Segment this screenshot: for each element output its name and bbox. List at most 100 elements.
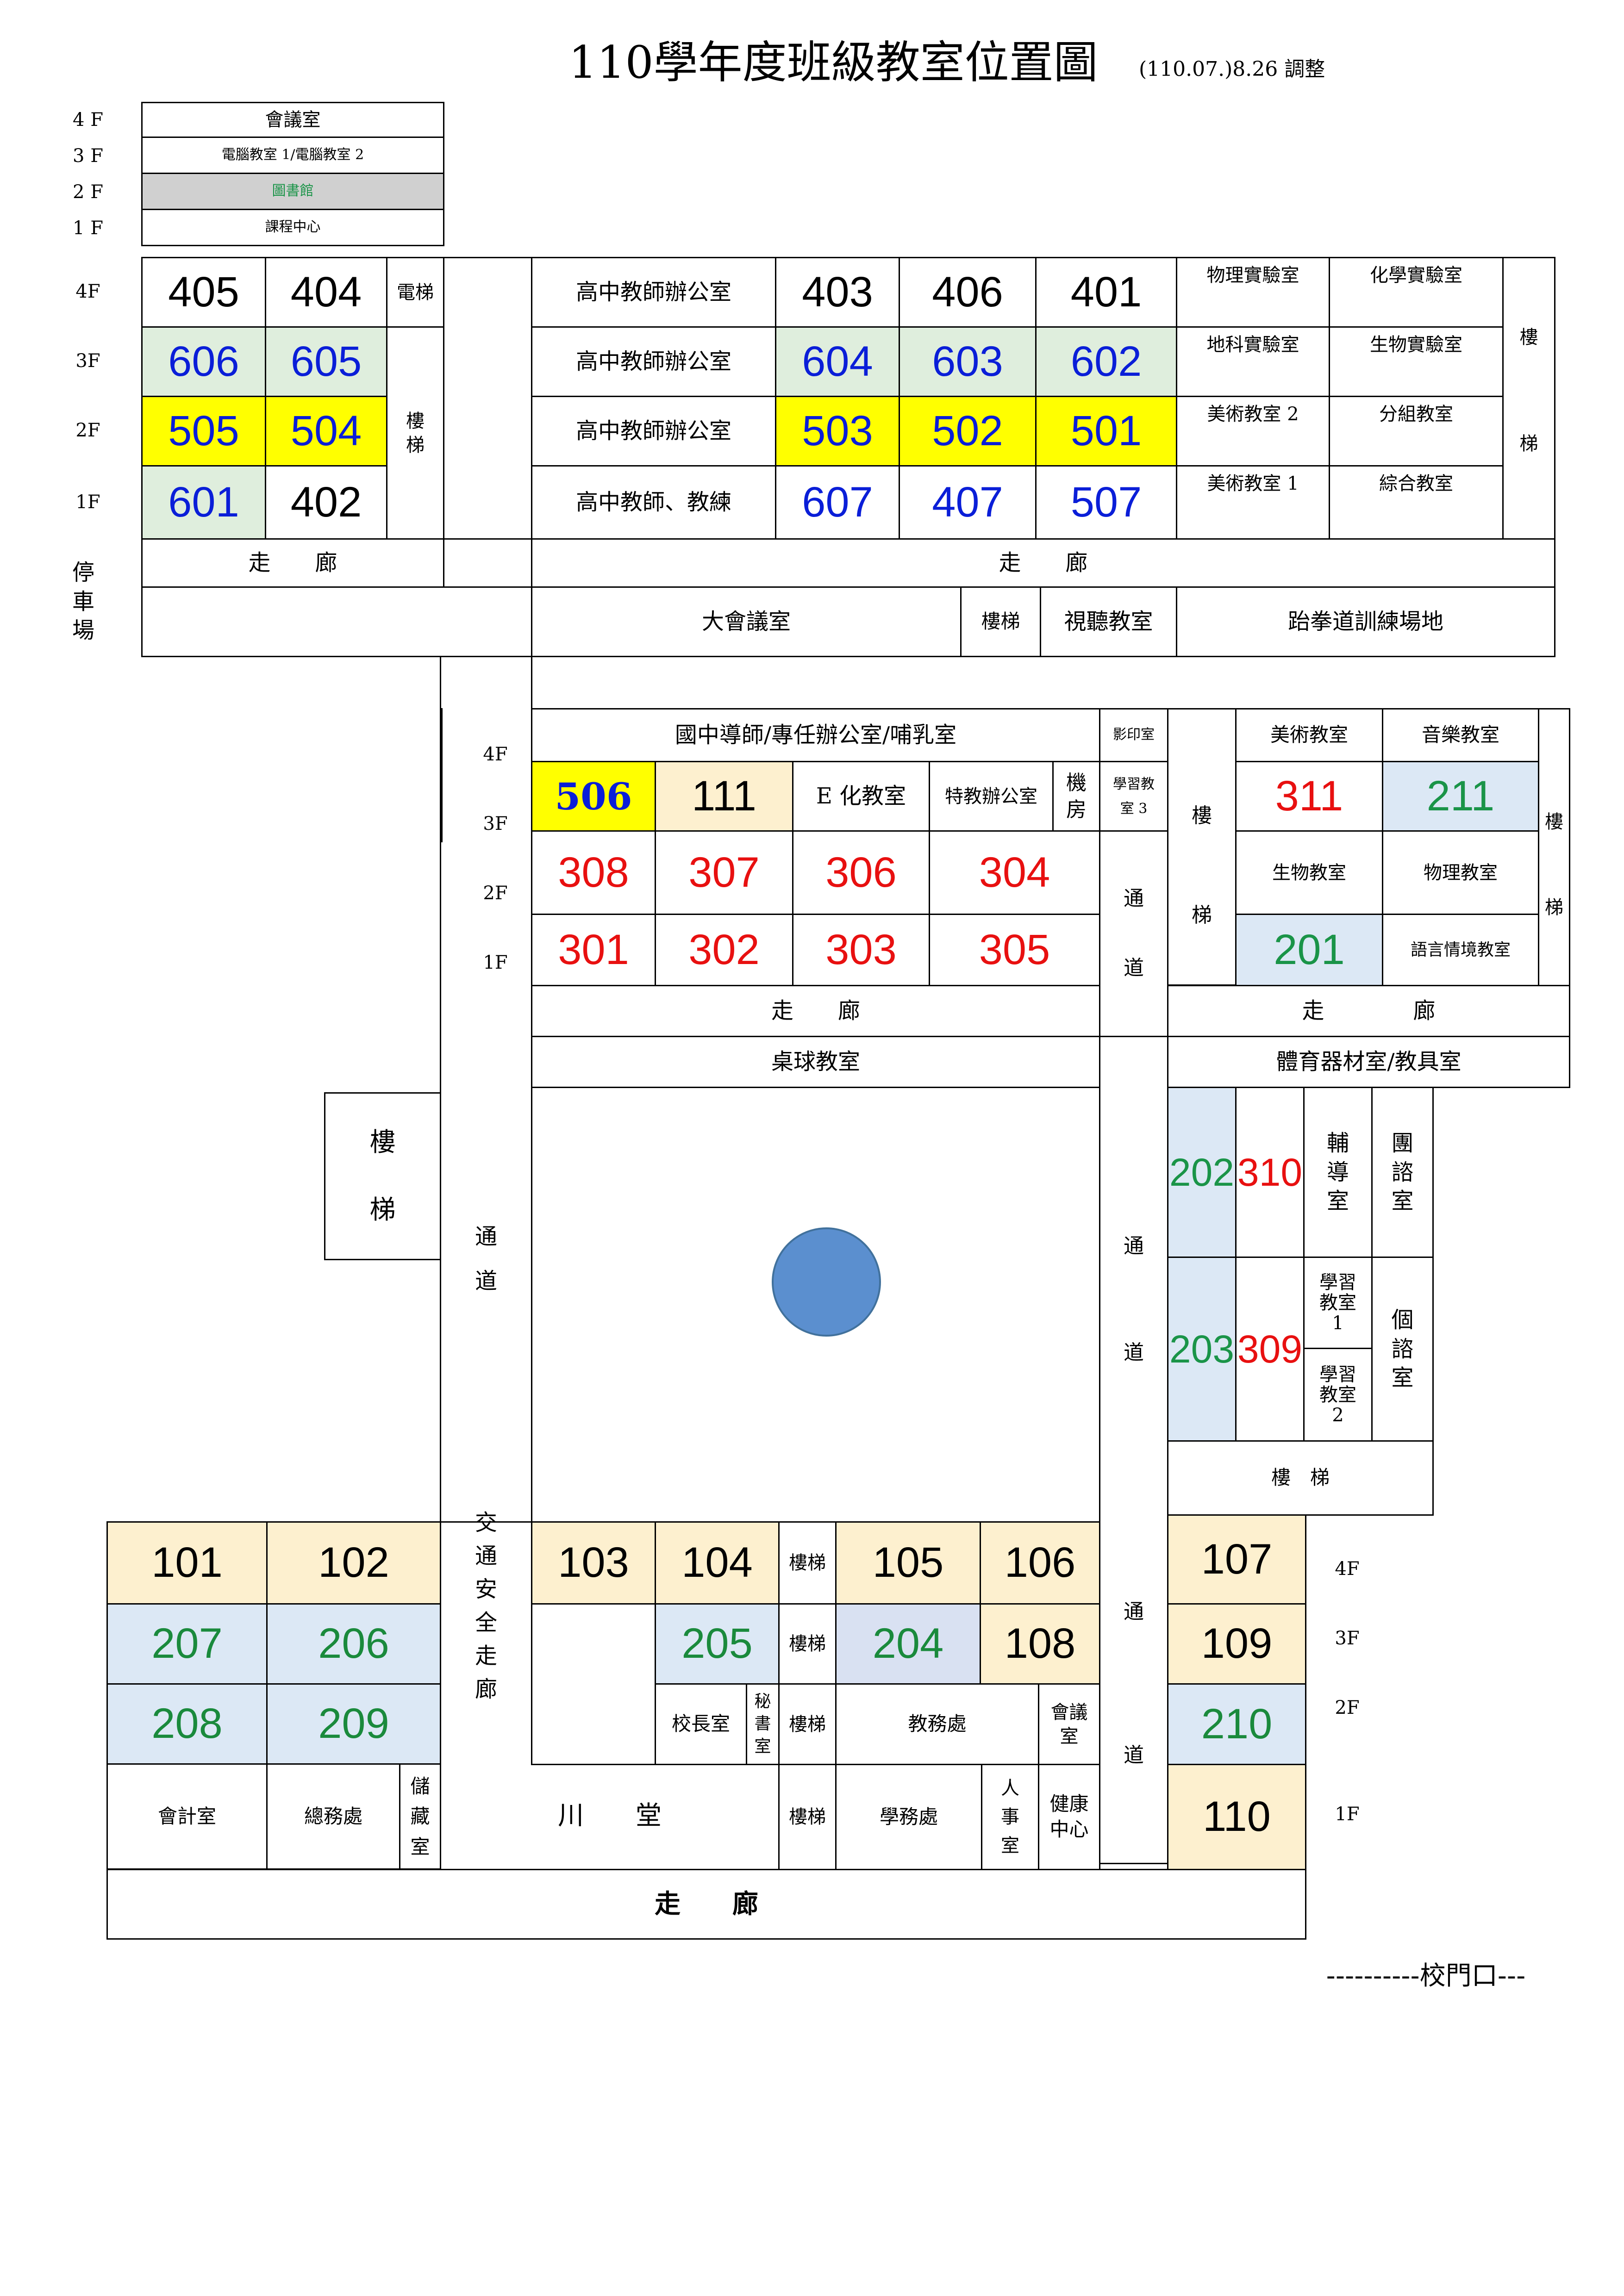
south-stairs-4f: 樓梯	[778, 1521, 837, 1605]
study3-line-1: 學習教	[1113, 776, 1155, 792]
north-gap-block	[443, 257, 532, 540]
lab-chemistry: 化學實驗室	[1329, 257, 1504, 328]
room-311: 311	[1235, 761, 1383, 832]
elevator: 電梯	[386, 257, 444, 328]
middle-east-passage: 通 道	[1099, 830, 1168, 1037]
accounting-office: 會計室	[106, 1763, 268, 1870]
room-105: 105	[835, 1521, 981, 1605]
room-104: 104	[655, 1521, 780, 1605]
cpass-char-4: 道	[1124, 1743, 1144, 1767]
study1-line-2: 教室	[1319, 1292, 1356, 1313]
wpass-char-1: 通	[475, 1224, 497, 1250]
legend-curriculum-center: 課程中心	[141, 209, 444, 246]
room-306: 306	[792, 830, 930, 915]
meeting-line-2: 室	[1060, 1725, 1079, 1747]
stairs-char-2: 梯	[1519, 433, 1538, 454]
room-210: 210	[1167, 1683, 1306, 1765]
group-char-1: 團	[1391, 1130, 1414, 1157]
room-110: 110	[1167, 1764, 1306, 1870]
room-206: 206	[266, 1603, 441, 1685]
study2-line-2: 教室	[1319, 1384, 1356, 1406]
storage-char-2: 藏	[410, 1805, 430, 1828]
counseling-office: 輔 導 室	[1303, 1087, 1373, 1258]
study-room-2: 學習 教室 2	[1303, 1348, 1373, 1442]
study2-line-1: 學習	[1319, 1363, 1356, 1385]
room-309: 309	[1235, 1257, 1305, 1442]
room-207: 207	[106, 1603, 268, 1685]
art-room-2: 美術教室 2	[1176, 396, 1330, 467]
north-corridor-east: 走 廊	[531, 538, 1555, 588]
table-tennis-room: 桌球教室	[531, 1036, 1100, 1088]
west-stairs: 樓 梯	[324, 1092, 441, 1260]
secretary-char-2: 書	[754, 1714, 771, 1734]
group-char-3: 室	[1391, 1188, 1414, 1214]
safe-char-3: 安	[475, 1576, 497, 1602]
room-604: 604	[775, 326, 900, 397]
room-605: 605	[265, 326, 387, 397]
traffic-safety-corridor: 交 通 安 全 走 廊	[468, 1504, 505, 1708]
assembly-hall: 大會議室	[531, 586, 962, 657]
school-gate-label: ----------校門口---	[1326, 1960, 1526, 1991]
cpass-char-3: 通	[1124, 1600, 1144, 1624]
hs-office-3f: 高中教師辦公室	[531, 326, 776, 397]
east-block-stairs: 樓 梯	[1167, 1440, 1434, 1516]
music-classroom: 音樂教室	[1382, 708, 1539, 762]
legend-floor-3: 3 F	[73, 145, 103, 167]
wstairs-char-1: 樓	[369, 1127, 396, 1157]
central-passage: 通 道 通 道	[1099, 1087, 1168, 1864]
passage-char-1: 通	[1124, 887, 1144, 910]
wall-segment	[440, 708, 443, 842]
room-201: 201	[1235, 914, 1383, 986]
hs-office-2f: 高中教師辦公室	[531, 396, 776, 467]
north-floor-1: 1F	[75, 492, 100, 513]
health-line-1: 健康	[1049, 1792, 1089, 1816]
passage-char-2: 道	[1124, 956, 1144, 980]
study1-line-3: 1	[1332, 1313, 1344, 1334]
stairs-label: 樓梯	[406, 410, 425, 456]
safe-char-1: 交	[475, 1510, 497, 1536]
stairs-char-1: 樓	[1519, 327, 1538, 348]
group-char-2: 諮	[1391, 1159, 1414, 1185]
room-109: 109	[1167, 1603, 1306, 1685]
group-counseling-room: 團 諮 室	[1371, 1087, 1434, 1258]
mid-floor-1: 1F	[483, 952, 508, 973]
room-601: 601	[141, 465, 266, 540]
parking-char-2: 車	[72, 588, 94, 615]
courtyard-circle	[772, 1227, 881, 1337]
middle-stairs: 樓 梯	[1167, 708, 1237, 986]
language-classroom: 語言情境教室	[1382, 914, 1539, 986]
south-floor-1: 1F	[1335, 1804, 1360, 1825]
room-507: 507	[1035, 465, 1177, 540]
personnel-office: 人 事 室	[981, 1764, 1039, 1870]
room-308: 308	[531, 830, 656, 915]
room-111: 111	[655, 761, 793, 832]
meeting-line-1: 會議	[1050, 1701, 1088, 1723]
legend-floor-2: 2 F	[73, 181, 103, 203]
secretary-char-1: 秘	[754, 1692, 771, 1711]
storage-room: 儲 藏 室	[399, 1763, 441, 1870]
study2-line-3: 2	[1332, 1404, 1344, 1426]
legend-floor-1: 1 F	[73, 218, 103, 239]
mid-floor-3: 3F	[483, 813, 508, 834]
room-602: 602	[1035, 326, 1177, 397]
room-209: 209	[266, 1683, 441, 1765]
north-floor-2: 2F	[75, 420, 100, 441]
safe-char-2: 通	[475, 1543, 497, 1569]
room-404: 404	[265, 257, 387, 328]
study1-line-1: 學習	[1319, 1272, 1356, 1293]
room-504: 504	[265, 396, 387, 467]
room-606: 606	[141, 326, 266, 397]
room-202: 202	[1167, 1087, 1237, 1258]
room-203: 203	[1167, 1257, 1237, 1442]
parking-label: 停 車 場	[65, 546, 102, 657]
legend-floor-4: 4 F	[73, 109, 103, 131]
wstairs-char-2: 梯	[369, 1195, 396, 1225]
mid-floor-2: 2F	[483, 883, 508, 904]
e-classroom: E 化教室	[792, 761, 930, 832]
counsel-char-1: 輔	[1326, 1130, 1349, 1157]
west-passage-strip	[440, 657, 532, 1523]
art-room-1: 美術教室 1	[1176, 465, 1330, 540]
south-stairs-1f: 樓梯	[778, 1764, 837, 1870]
storage-char-1: 儲	[410, 1775, 430, 1798]
machine-room: 機 房	[1052, 761, 1100, 832]
